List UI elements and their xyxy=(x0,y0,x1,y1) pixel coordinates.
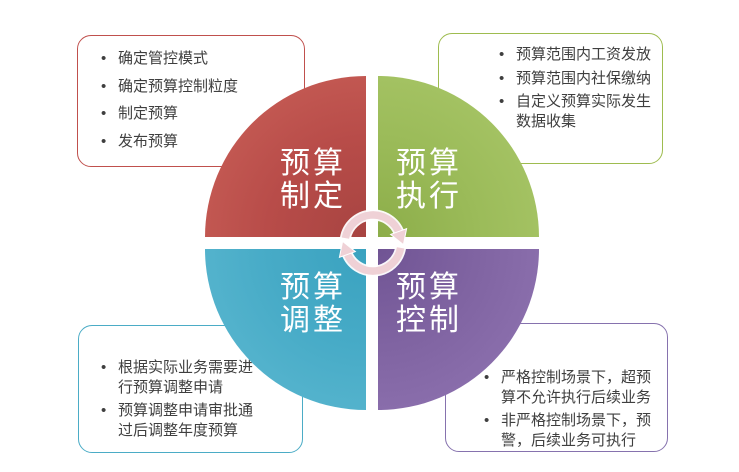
list-item: 制定预算 xyxy=(101,104,294,124)
quadrant-label-budget-adjustment: 预算 调整 xyxy=(280,271,346,337)
bullet-icon xyxy=(101,401,118,440)
bullet-icon xyxy=(101,358,118,397)
cycle-arc-bottom xyxy=(343,247,405,275)
quadrant-label-line: 预算 xyxy=(280,147,346,180)
list-item: 预算范围内工资发放 xyxy=(499,45,656,65)
quadrant-label-budget-execution: 预算 执行 xyxy=(396,147,462,213)
quadrant-budget-execution: 预算 执行 xyxy=(378,76,539,237)
cycle-arc-top xyxy=(341,211,403,239)
list-item-text: 自定义预算实际发生数据收集 xyxy=(516,93,652,130)
bullet-icon xyxy=(484,368,501,407)
list-item-text: 严格控制场景下，超预算不允许执行后续业务 xyxy=(501,369,652,406)
budget-control-list: 严格控制场景下，超预算不允许执行后续业务 非严格控制场景下，预警，后续业务可执行 xyxy=(484,368,655,450)
bullet-icon xyxy=(101,77,118,97)
quadrant-label-line: 预算 xyxy=(396,147,462,180)
list-item: 严格控制场景下，超预算不允许执行后续业务 xyxy=(484,368,655,407)
list-item: 确定预算控制粒度 xyxy=(101,77,294,97)
quadrant-label-line: 制定 xyxy=(280,180,346,213)
cycle-arrowhead-left xyxy=(338,240,357,259)
list-item-text: 预算范围内工资发放 xyxy=(516,46,652,63)
list-item-text: 非严格控制场景下，预警，后续业务可执行 xyxy=(501,412,652,449)
bullet-icon xyxy=(499,92,516,131)
list-item: 非严格控制场景下，预警，后续业务可执行 xyxy=(484,411,655,450)
budget-execution-list: 预算范围内工资发放 预算范围内社保缴纳 自定义预算实际发生数据收集 xyxy=(499,45,656,131)
list-item-text: 根据实际业务需要进行预算调整申请 xyxy=(118,359,254,396)
quadrant-label-line: 预算 xyxy=(396,271,462,304)
budget-adjustment-list: 根据实际业务需要进行预算调整申请 预算调整申请审批通过后调整年度预算 xyxy=(101,358,292,440)
list-item-text: 确定预算控制粒度 xyxy=(118,77,239,95)
list-item: 确定管控模式 xyxy=(101,49,294,69)
list-item-text: 确定管控模式 xyxy=(118,50,209,67)
quadrant-label-budget-formulation: 预算 制定 xyxy=(280,147,346,213)
quadrant-label-line: 调整 xyxy=(280,304,346,337)
list-item-text: 预算调整申请审批通过后调整年度预算 xyxy=(118,402,254,439)
quadrant-label-line: 控制 xyxy=(396,304,462,337)
list-item-text: 预算范围内社保缴纳 xyxy=(516,69,652,87)
list-item: 自定义预算实际发生数据收集 xyxy=(499,92,656,131)
bullet-icon xyxy=(484,411,501,450)
quadrant-label-budget-control: 预算 控制 xyxy=(396,271,462,337)
cycle-arrowhead-right xyxy=(389,227,408,246)
list-item: 发布预算 xyxy=(101,132,294,152)
list-item: 根据实际业务需要进行预算调整申请 xyxy=(101,358,292,397)
budget-formulation-list: 确定管控模式 确定预算控制粒度 制定预算 发布预算 xyxy=(101,49,294,151)
bullet-icon xyxy=(101,104,118,124)
bullet-icon xyxy=(101,49,118,69)
quadrant-label-line: 预算 xyxy=(280,271,346,304)
quadrant-budget-formulation: 预算 制定 xyxy=(205,76,366,237)
callout-budget-formulation: 确定管控模式 确定预算控制粒度 制定预算 发布预算 xyxy=(77,35,305,167)
quadrant-label-line: 执行 xyxy=(396,180,462,213)
list-item: 预算调整申请审批通过后调整年度预算 xyxy=(101,401,292,440)
bullet-icon xyxy=(101,132,118,152)
cycle-arrows-icon xyxy=(338,209,408,277)
list-item: 预算范围内社保缴纳 xyxy=(499,69,656,89)
bullet-icon xyxy=(499,45,516,65)
bullet-icon xyxy=(499,69,516,89)
list-item-text: 发布预算 xyxy=(118,132,179,150)
list-item-text: 制定预算 xyxy=(118,105,179,122)
